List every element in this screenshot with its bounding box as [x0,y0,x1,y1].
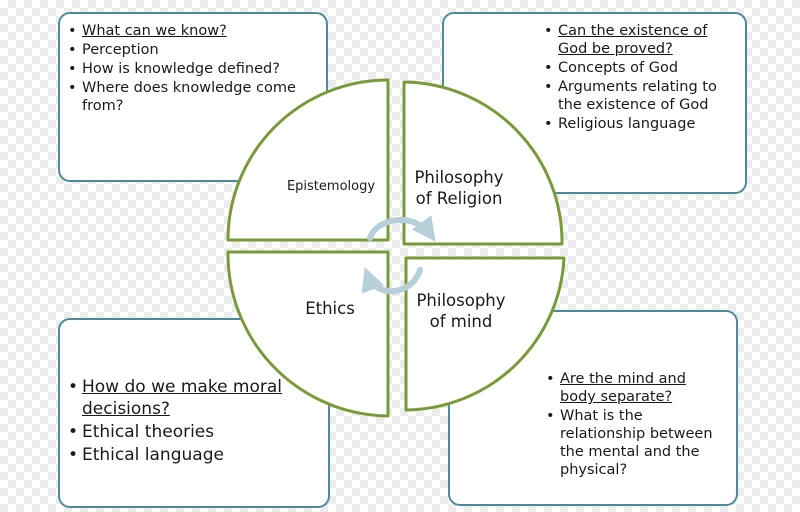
cycle-arrow-icon [361,266,423,294]
epistemology-topic-item: Where does knowledge come from? [68,79,316,115]
epistemology-topic-heading: What can we know? [68,22,316,40]
cycle-arrow-icon [367,215,436,242]
ethics-topic-heading: How do we make moral decisions? [68,376,318,420]
mind-topic-item: What is the relationship between the men… [546,407,726,479]
quadrant-label-ethics: Ethics [305,299,355,318]
quadrant-ethics [226,250,390,418]
epistemology-topic-item: Perception [68,41,316,59]
religion-topics-list: Can the existence of God be proved? Conc… [544,22,735,133]
religion-topic-item: Concepts of God [544,59,735,77]
mind-topic-heading: Are the mind and body separate? [546,370,726,406]
mind-topics-list: Are the mind and body separate? What is … [546,370,726,479]
quadrant-label-religion-line1: Philosophy [414,168,503,187]
epistemology-topics-box: What can we know? Perception How is know… [58,12,328,182]
ethics-topics-list: How do we make moral decisions? Ethical … [68,376,318,466]
ethics-topics-box: How do we make moral decisions? Ethical … [58,318,330,508]
epistemology-topics-list: What can we know? Perception How is know… [68,22,316,115]
quadrant-label-mind-line1: Philosophy [416,291,505,310]
religion-topic-heading: Can the existence of God be proved? [544,22,735,58]
quadrant-epistemology [226,78,390,242]
epistemology-topic-item: How is knowledge defined? [68,60,316,78]
quadrant-religion [402,80,564,246]
quadrant-label-mind-line2: of mind [430,312,493,331]
religion-topic-item: Arguments relating to the existence of G… [544,78,735,114]
religion-topic-item: Religious language [544,115,735,133]
ethics-topic-item: Ethical theories [68,421,318,443]
quadrant-mind [404,256,566,412]
quadrant-label-epistemology: Epistemology [287,179,375,194]
quadrant-label-religion-line2: of Religion [416,189,503,208]
ethics-topic-item: Ethical language [68,444,318,466]
mind-topics-box: Are the mind and body separate? What is … [448,310,738,506]
